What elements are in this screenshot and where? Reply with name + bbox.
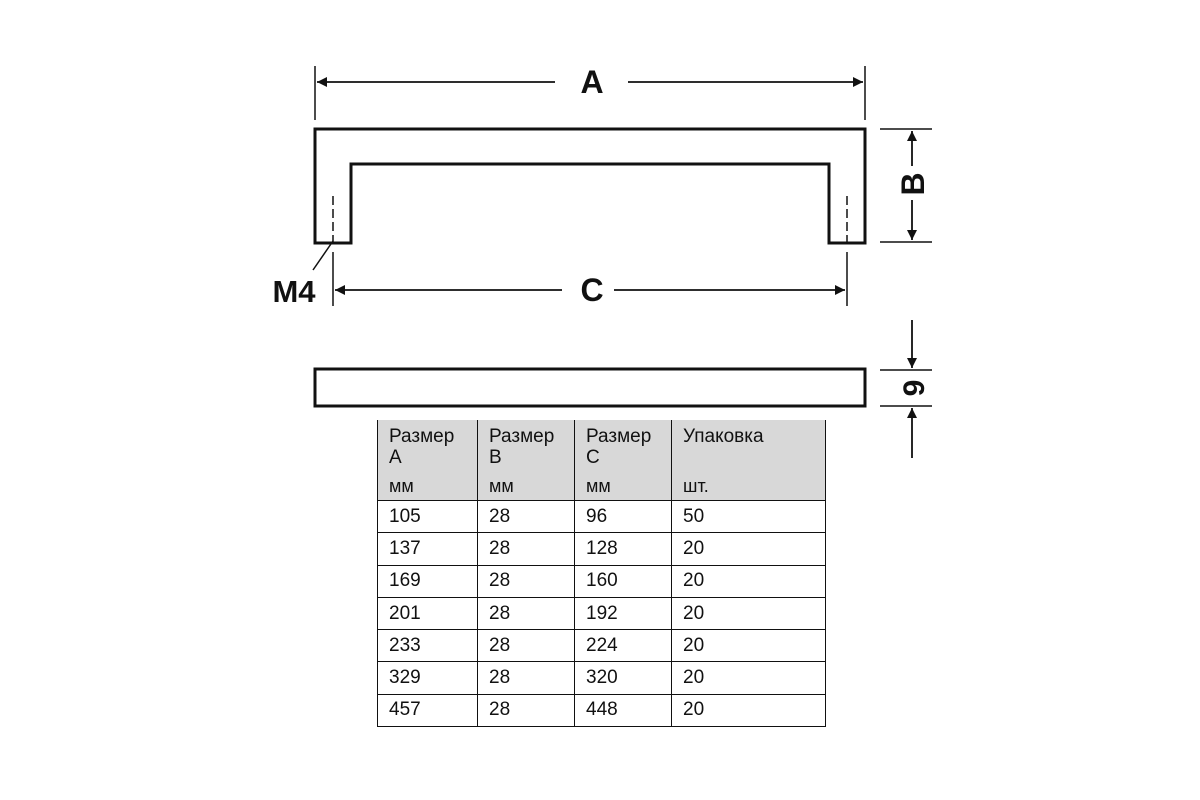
cell-size-c: 320 [574, 661, 672, 695]
cell-size-c: 192 [574, 596, 672, 630]
handle-front-view [313, 127, 867, 245]
dim-c-label: C [580, 272, 603, 308]
cell-size-b: 28 [477, 629, 575, 662]
cell-size-c: 160 [574, 564, 672, 598]
table-row: 233 28 224 20 [377, 629, 826, 662]
thread-m4-label: M4 [272, 274, 316, 309]
table-row: 201 28 192 20 [377, 596, 826, 630]
cell-package: 50 [671, 499, 826, 533]
cell-size-b: 28 [477, 596, 575, 630]
table-row: 137 28 128 20 [377, 532, 826, 566]
cell-package: 20 [671, 661, 826, 695]
unit-label: мм [489, 476, 514, 496]
m4-leader-line [312, 240, 334, 271]
header-package: Упаковка шт. [671, 420, 826, 501]
cell-size-a: 137 [377, 532, 478, 566]
cell-package: 20 [671, 629, 826, 662]
cell-size-b: 28 [477, 499, 575, 533]
header-size-a: Размер A мм [377, 420, 478, 501]
dim-a-label: A [580, 64, 603, 100]
cell-package: 20 [671, 564, 826, 598]
dim-b-label: B [895, 172, 931, 195]
cell-size-b: 28 [477, 532, 575, 566]
table-row: 169 28 160 20 [377, 564, 826, 598]
handle-side-view [313, 367, 867, 408]
cell-size-c: 128 [574, 532, 672, 566]
cell-size-c: 448 [574, 693, 672, 728]
cell-package: 20 [671, 596, 826, 630]
unit-label: шт. [683, 476, 709, 496]
cell-size-a: 329 [377, 661, 478, 695]
header-size-c: Размер C мм [574, 420, 672, 501]
cell-size-c: 96 [574, 499, 672, 533]
thickness-label: 9 [898, 380, 931, 397]
cell-size-a: 233 [377, 629, 478, 662]
unit-label: мм [586, 476, 611, 496]
cell-size-b: 28 [477, 693, 575, 728]
header-size-b: Размер B мм [477, 420, 575, 501]
cell-size-b: 28 [477, 564, 575, 598]
cell-package: 20 [671, 693, 826, 728]
cell-package: 20 [671, 532, 826, 566]
cell-size-c: 224 [574, 629, 672, 662]
table-row: 457 28 448 20 [377, 693, 826, 728]
cell-size-a: 457 [377, 693, 478, 728]
size-spec-table: Размер A мм Размер B мм Размер C мм Упак… [377, 420, 826, 728]
cell-size-b: 28 [477, 661, 575, 695]
cell-size-a: 169 [377, 564, 478, 598]
cell-size-a: 201 [377, 596, 478, 630]
unit-label: мм [389, 476, 414, 496]
cell-size-a: 105 [377, 499, 478, 533]
table-row: 329 28 320 20 [377, 661, 826, 695]
table-row: 105 28 96 50 [377, 499, 826, 533]
table-header-row: Размер A мм Размер B мм Размер C мм Упак… [377, 420, 826, 501]
